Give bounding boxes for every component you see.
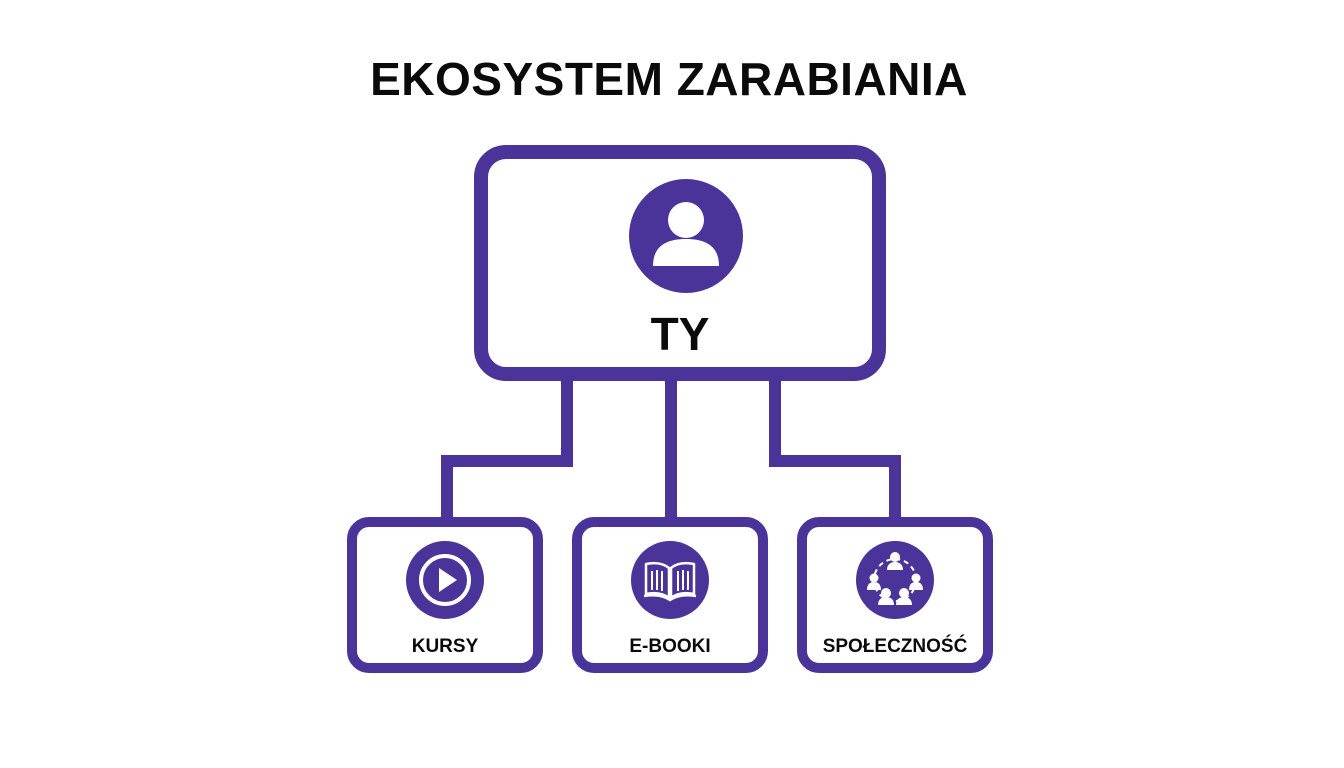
child-node-kursy: KURSY — [347, 517, 543, 673]
connector-kursy — [441, 365, 573, 521]
user-icon — [629, 179, 743, 293]
root-node-label: TY — [650, 308, 710, 360]
child-node-spolecznosc: SPOŁECZNOŚĆ — [797, 517, 993, 673]
child-node-label: SPOŁECZNOŚĆ — [822, 636, 968, 657]
root-node-ty: TY — [474, 145, 886, 381]
child-node-label: E-BOOKI — [629, 636, 711, 657]
book-icon — [631, 541, 709, 619]
connector-spolecznosc — [769, 365, 901, 521]
play-icon — [406, 541, 484, 619]
child-node-ebooki: E-BOOKI — [572, 517, 768, 673]
child-node-label: KURSY — [411, 636, 479, 657]
community-icon — [856, 541, 934, 619]
diagram-title: EKOSYSTEM ZARABIANIA — [370, 53, 968, 105]
